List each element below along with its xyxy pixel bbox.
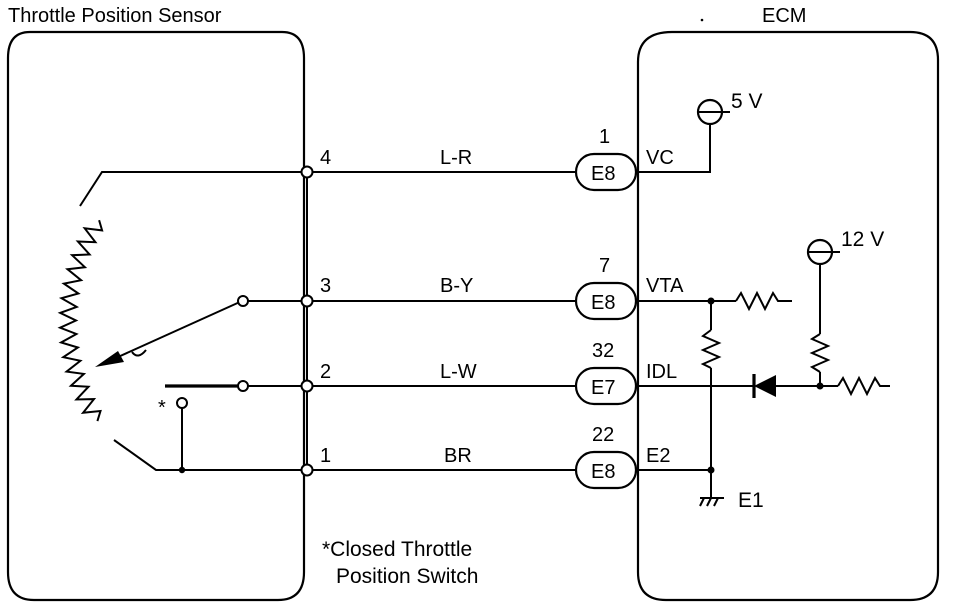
pin-3-label: 3 (320, 275, 331, 297)
svg-text:E8: E8 (591, 461, 615, 483)
wire-color-br: BR (444, 445, 472, 467)
diode-icon (754, 375, 776, 397)
signal-vc: VC (646, 147, 674, 169)
idle-switch (165, 380, 302, 474)
wiper-arrow-icon (95, 351, 124, 367)
connector-vc: E8 (574, 152, 638, 192)
connector-vta: E8 (574, 281, 638, 321)
supply-12v-label: 12 V (841, 228, 884, 251)
pin-3-node (300, 294, 314, 308)
ecm-pin-1: 1 (599, 126, 610, 148)
ecm-pin-7: 7 (599, 255, 610, 277)
wiper-contact-node (237, 295, 249, 307)
ecm-pin-32: 32 (592, 340, 614, 362)
supply-5v-label: 5 V (731, 90, 763, 113)
potentiometer (57, 171, 307, 471)
svg-text:E8: E8 (591, 163, 615, 185)
stray-dot (700, 18, 704, 22)
pin-4-label: 4 (320, 147, 331, 169)
connector-idl: E7 (574, 366, 638, 406)
pin-1-node (300, 463, 314, 477)
signal-e2: E2 (646, 445, 670, 467)
wire-color-l-w: L-W (440, 361, 477, 383)
note-line-1: *Closed Throttle (322, 538, 472, 561)
vc-5v-circuit (638, 98, 730, 173)
pin-4-node (300, 165, 314, 179)
switch-asterisk: * (158, 397, 166, 419)
svg-text:E8: E8 (591, 292, 615, 314)
svg-text:E7: E7 (591, 377, 615, 399)
ground-icon (699, 497, 724, 507)
ground-e1-label: E1 (738, 489, 764, 512)
idl-circuit (638, 238, 890, 398)
wire-color-b-y: B-Y (440, 275, 473, 297)
wire-color-l-r: L-R (440, 147, 472, 169)
signal-idl: IDL (646, 361, 677, 383)
connector-e2: E8 (574, 450, 638, 490)
ecm-title: ECM (762, 5, 806, 27)
pin-2-label: 2 (320, 361, 331, 383)
sensor-box (6, 30, 306, 602)
sensor-title: Throttle Position Sensor (8, 5, 222, 27)
note-line-2: Position Switch (336, 565, 478, 588)
e2-ground-circuit (638, 466, 724, 507)
signal-vta: VTA (646, 275, 684, 297)
pin-2-node (300, 379, 314, 393)
pin-1-label: 1 (320, 445, 331, 467)
ecm-box (636, 30, 940, 602)
ecm-pin-22: 22 (592, 424, 614, 446)
